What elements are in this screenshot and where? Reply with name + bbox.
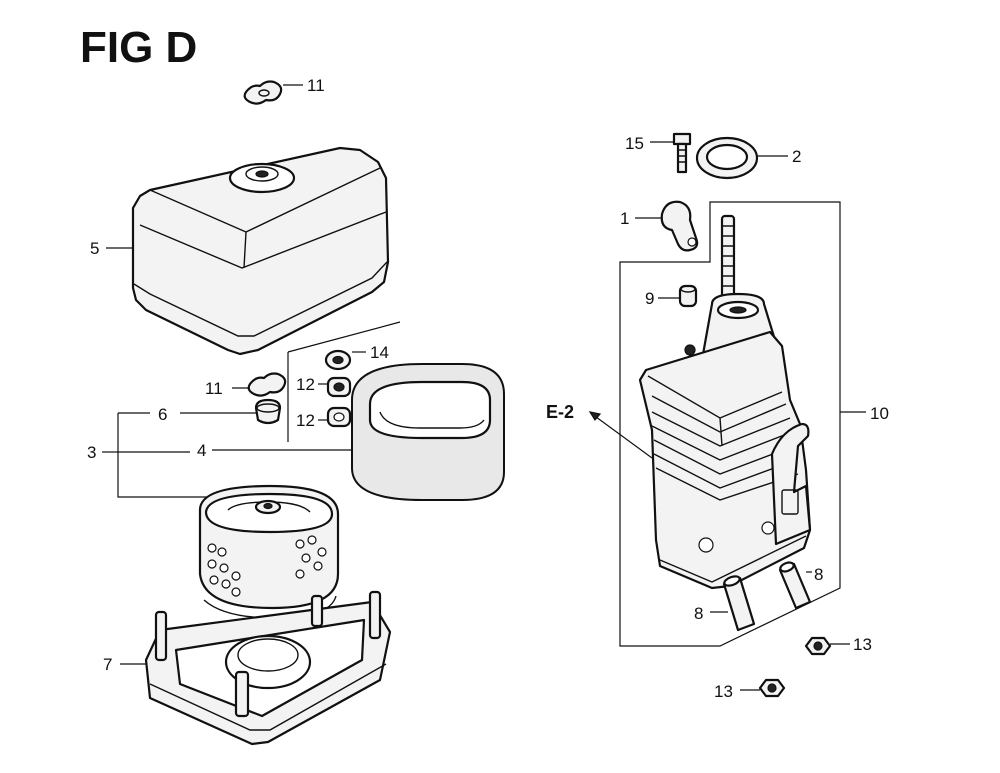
nut-13-bottom-part [758, 678, 786, 698]
callout-13-bottom: 13 [714, 682, 733, 701]
reference-e2: E-2 [546, 402, 574, 422]
callout-11-top: 11 [307, 76, 325, 95]
callout-4: 4 [197, 441, 206, 460]
gasket-part [695, 136, 759, 180]
callout-12-upper: 12 [296, 375, 315, 394]
callout-13-right: 13 [853, 635, 872, 654]
callout-7: 7 [103, 655, 112, 674]
callout-2: 2 [792, 147, 801, 166]
grommet-part [254, 398, 282, 425]
callout-5: 5 [90, 239, 99, 258]
paper-element-holes [207, 535, 327, 597]
bolt-part [672, 132, 692, 174]
callout-6: 6 [158, 405, 167, 424]
nut-13-right-part [804, 636, 832, 656]
wing-nut-top-part [243, 80, 283, 105]
air-cleaner-case-part [638, 214, 812, 590]
callout-3: 3 [87, 443, 96, 462]
figure-title: FIG D [80, 23, 197, 72]
bracket-3 [117, 413, 210, 498]
callout-10: 10 [870, 404, 889, 423]
bracket-top-diagonal [287, 321, 401, 353]
wing-nut-middle-part [247, 372, 287, 397]
air-cleaner-cover-part [131, 146, 390, 356]
spacer-12-lower-part [326, 406, 352, 428]
air-cleaner-base-part [144, 590, 392, 746]
paper-element-part [198, 484, 340, 619]
nut-14-part [324, 349, 352, 371]
callout-15: 15 [625, 134, 644, 153]
callout-11-middle: 11 [205, 379, 223, 398]
arrow-e2-icon [588, 411, 602, 422]
callout-14: 14 [370, 343, 389, 362]
leader-e2 [591, 413, 653, 459]
tube-8-right-part [778, 561, 812, 610]
callout-1: 1 [620, 209, 629, 228]
callout-12-lower: 12 [296, 411, 315, 430]
tube-8-left-part [722, 575, 756, 632]
clamp-part [660, 200, 699, 252]
callout-8-left: 8 [694, 604, 703, 623]
spacer-12-upper-part [326, 376, 352, 398]
bracket-10 [619, 201, 841, 647]
callout-8-right: 8 [814, 565, 823, 584]
plug-part [678, 284, 698, 308]
foam-element-part [351, 363, 505, 501]
callout-9: 9 [645, 289, 654, 308]
